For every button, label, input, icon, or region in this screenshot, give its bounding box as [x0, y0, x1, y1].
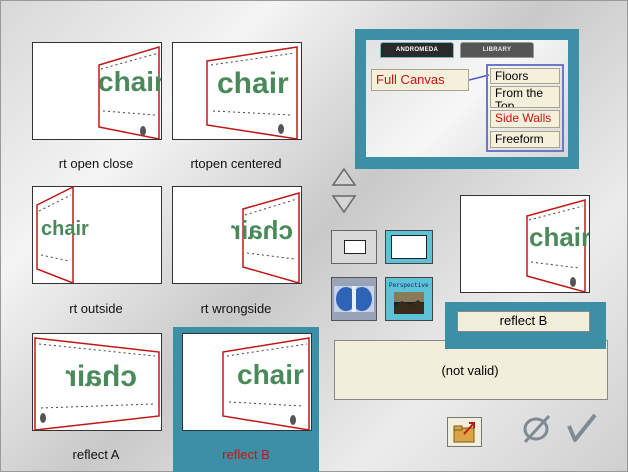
option-side-walls[interactable]: Side Walls — [490, 110, 560, 128]
tab-library[interactable]: LIBRARY — [460, 42, 534, 58]
plain-rect-icon — [344, 240, 366, 254]
checkmark-icon[interactable] — [565, 412, 599, 444]
thumbnail-rtopen-centered[interactable]: chair — [172, 42, 302, 140]
option-floors[interactable]: Floors — [490, 68, 560, 84]
tab-andromeda[interactable]: ANDROMEDA — [380, 42, 454, 58]
option-from-the-top[interactable]: From the Top — [490, 86, 560, 108]
thumbnail-label: rt open close — [58, 156, 134, 171]
frame-style-bordered-button[interactable] — [385, 230, 433, 264]
thumbnail-rt-wrongside[interactable]: chair — [172, 186, 302, 284]
landscape-icon — [394, 292, 424, 314]
chair-art-text: chair — [237, 359, 304, 390]
thumbnail-label: rt wrongside — [200, 301, 272, 316]
perspective-label: Perspective — [389, 282, 429, 289]
thumbnail-reflect-b[interactable]: chair — [182, 333, 312, 431]
perspective-effect-button[interactable]: Perspective — [385, 277, 433, 321]
chair-art-text: chair — [217, 67, 289, 100]
chair-art-text: chair — [98, 66, 161, 97]
full-canvas-option[interactable]: Full Canvas — [371, 69, 469, 91]
thumbnail-label: rtopen centered — [190, 156, 282, 171]
thumbnail-label: rt outside — [69, 301, 123, 316]
thumbnail-label: reflect A — [72, 447, 120, 462]
arrow-up-icon[interactable] — [331, 167, 357, 189]
reflection-effect-icon — [334, 286, 374, 312]
connector-line — [469, 74, 490, 81]
preview-name-field[interactable]: reflect B — [457, 311, 590, 332]
chair-art-text: chair — [41, 218, 89, 240]
chair-art-text: chair — [65, 360, 137, 393]
thumbnail-rt-outside[interactable]: chair — [32, 186, 162, 284]
reflection-effect-button[interactable] — [331, 277, 377, 321]
export-button[interactable] — [447, 417, 482, 447]
export-folder-icon — [453, 422, 475, 443]
thumbnail-reflect-a[interactable]: chair — [32, 333, 162, 431]
cancel-icon[interactable] — [521, 414, 553, 444]
arrow-down-icon[interactable] — [331, 192, 357, 214]
chair-art-text: chair — [529, 222, 589, 252]
preview-image: chair — [460, 195, 590, 293]
chair-art-text: chair — [231, 215, 293, 245]
frame-style-plain-button[interactable] — [331, 230, 377, 264]
thumbnail-label-selected: reflect B — [222, 447, 270, 462]
bordered-rect-icon — [391, 235, 427, 259]
options-group-outline — [486, 64, 564, 152]
status-display: (not valid) — [334, 340, 608, 400]
status-text: (not valid) — [441, 363, 499, 378]
option-freeform[interactable]: Freeform — [490, 131, 560, 148]
thumbnail-rt-open-close[interactable]: chair — [32, 42, 162, 140]
